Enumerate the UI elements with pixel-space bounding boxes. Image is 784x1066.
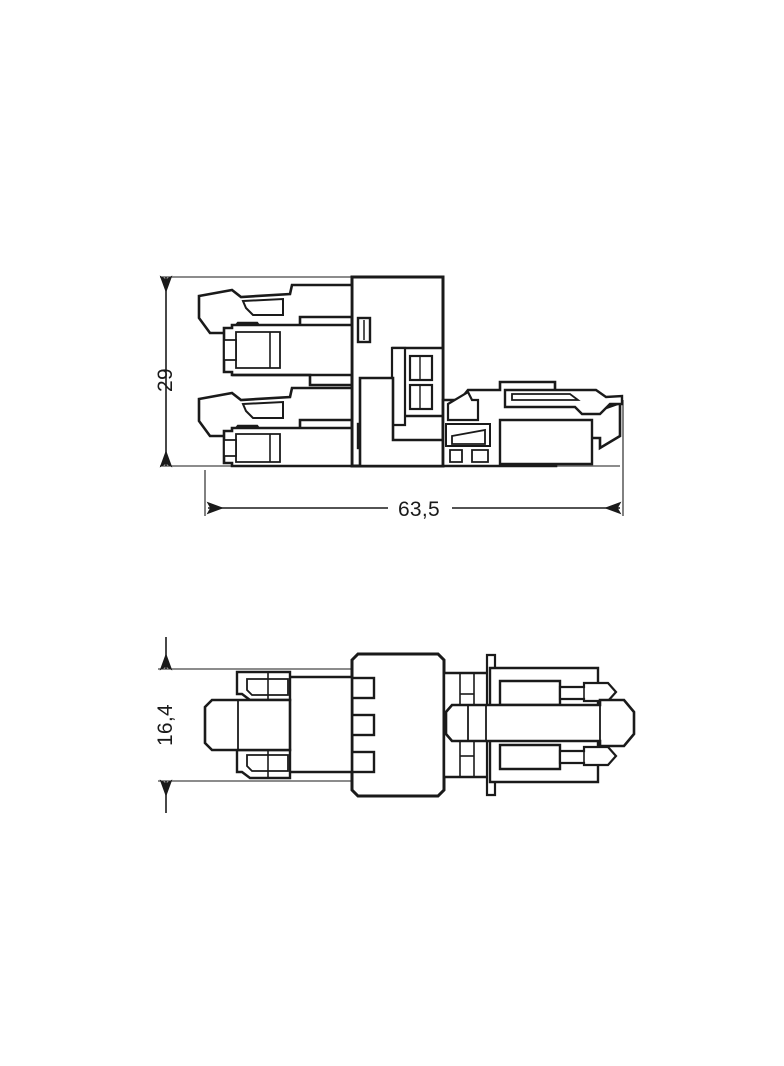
plan-left-plug-body <box>286 675 354 774</box>
upper-left-arm-end-cap <box>223 339 237 361</box>
dimension-length-63-5: 63,5 <box>206 498 622 521</box>
left-arms-step-line <box>232 373 352 387</box>
lower-left-arm-inner-cavity <box>235 433 281 463</box>
top-view-extension-lines <box>158 668 352 782</box>
plan-right-pin-upper-base <box>498 679 562 707</box>
plan-right-center-pin <box>444 698 636 748</box>
plan-housing-slot-1 <box>350 676 376 700</box>
connector-side-profile <box>197 275 624 468</box>
plan-left-center-pin <box>203 698 292 752</box>
retention-foot-right <box>471 449 489 463</box>
dimension-width-16-4: 16,4 <box>154 637 177 813</box>
lower-left-arm-end-cap <box>223 439 237 457</box>
side-elevation-view: 29 63,5 <box>154 275 624 521</box>
upper-left-arm-inner-cavity <box>235 331 281 369</box>
dim-label-height: 29 <box>154 368 177 392</box>
dim-label-width: 16,4 <box>154 704 177 746</box>
plan-right-pin-lower-base <box>498 743 562 771</box>
upper-left-latch-inner <box>241 297 284 316</box>
retention-wedge-upper <box>446 390 480 422</box>
terminal-opening-upper <box>408 354 434 382</box>
plan-housing-slot-2 <box>350 713 376 737</box>
terminal-opening-lower <box>408 383 434 411</box>
lower-left-latch-inner <box>241 400 284 419</box>
plan-housing-slot-3 <box>350 750 376 774</box>
top-plan-view: 16,4 <box>154 637 636 813</box>
right-socket-inner-box <box>498 418 594 466</box>
right-latch-lever-inner <box>511 393 581 401</box>
connector-plan-profile <box>203 652 636 798</box>
dim-label-length: 63,5 <box>398 498 440 521</box>
retention-foot-left <box>449 449 463 463</box>
dimension-height-29: 29 <box>154 275 177 468</box>
retention-wedge-lower <box>451 428 486 445</box>
